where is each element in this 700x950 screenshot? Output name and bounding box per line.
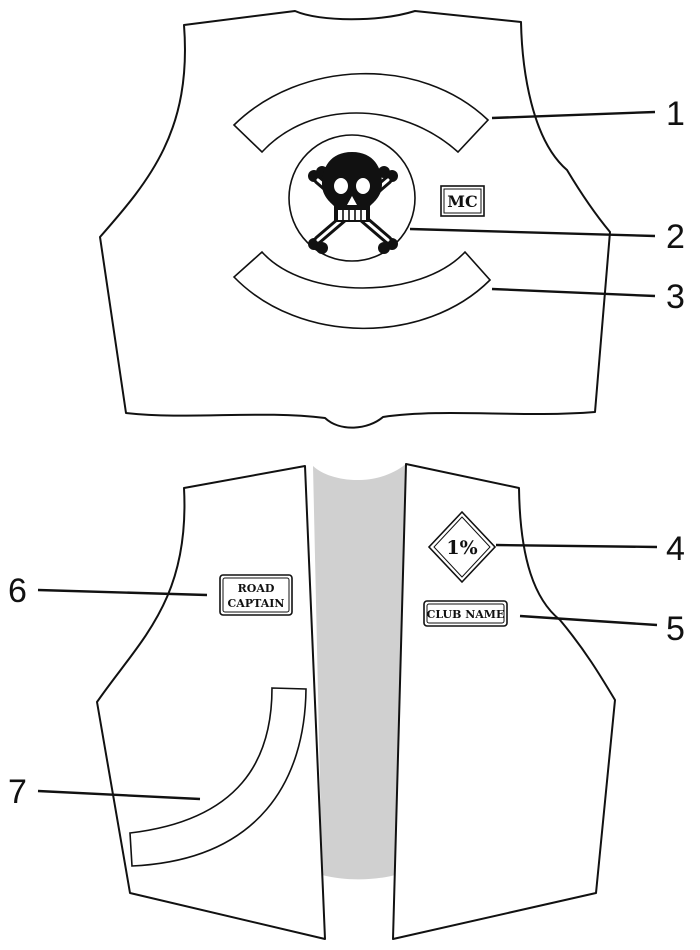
callout-numbers: 1 2 3 4 5 6 7: [8, 95, 685, 811]
leader-line-3: [491, 287, 656, 298]
club-name-label: CLUB NAME: [427, 608, 505, 621]
top-rocker-patch: [232, 72, 490, 154]
one-percent-patch: 1%: [427, 510, 497, 584]
vest-right-front-panel: [392, 463, 616, 940]
leader-line-7: [37, 789, 201, 801]
front-rocker-patch: [129, 687, 307, 867]
callout-1: 1: [666, 95, 685, 133]
callout-5: 5: [666, 610, 685, 648]
callout-4: 4: [666, 530, 685, 568]
vest-back-view: MC: [99, 10, 656, 429]
one-percent-label: 1%: [446, 537, 477, 559]
vest-front-view: 1% CLUB NAME ROAD CAPTAIN: [37, 463, 658, 940]
vest-lining: [313, 464, 406, 880]
road-captain-label-line2: CAPTAIN: [228, 597, 285, 610]
leader-line-4: [495, 543, 658, 549]
road-captain-label-line1: ROAD: [238, 582, 275, 595]
bottom-rocker-patch: [232, 250, 492, 330]
mc-patch-label: MC: [447, 192, 477, 211]
leader-line-6: [37, 588, 208, 597]
callout-2: 2: [666, 218, 685, 256]
callout-7: 7: [8, 773, 27, 811]
leader-line-2: [409, 227, 656, 238]
mc-patch: MC: [440, 185, 485, 217]
skull-crossbones-icon: [308, 152, 398, 254]
callout-6: 6: [8, 572, 27, 610]
road-captain-patch: ROAD CAPTAIN: [219, 574, 293, 616]
center-patch: [288, 134, 416, 262]
leader-line-1: [491, 110, 656, 120]
leader-line-5: [519, 614, 658, 627]
callout-3: 3: [666, 278, 685, 316]
club-name-patch: CLUB NAME: [423, 600, 508, 627]
